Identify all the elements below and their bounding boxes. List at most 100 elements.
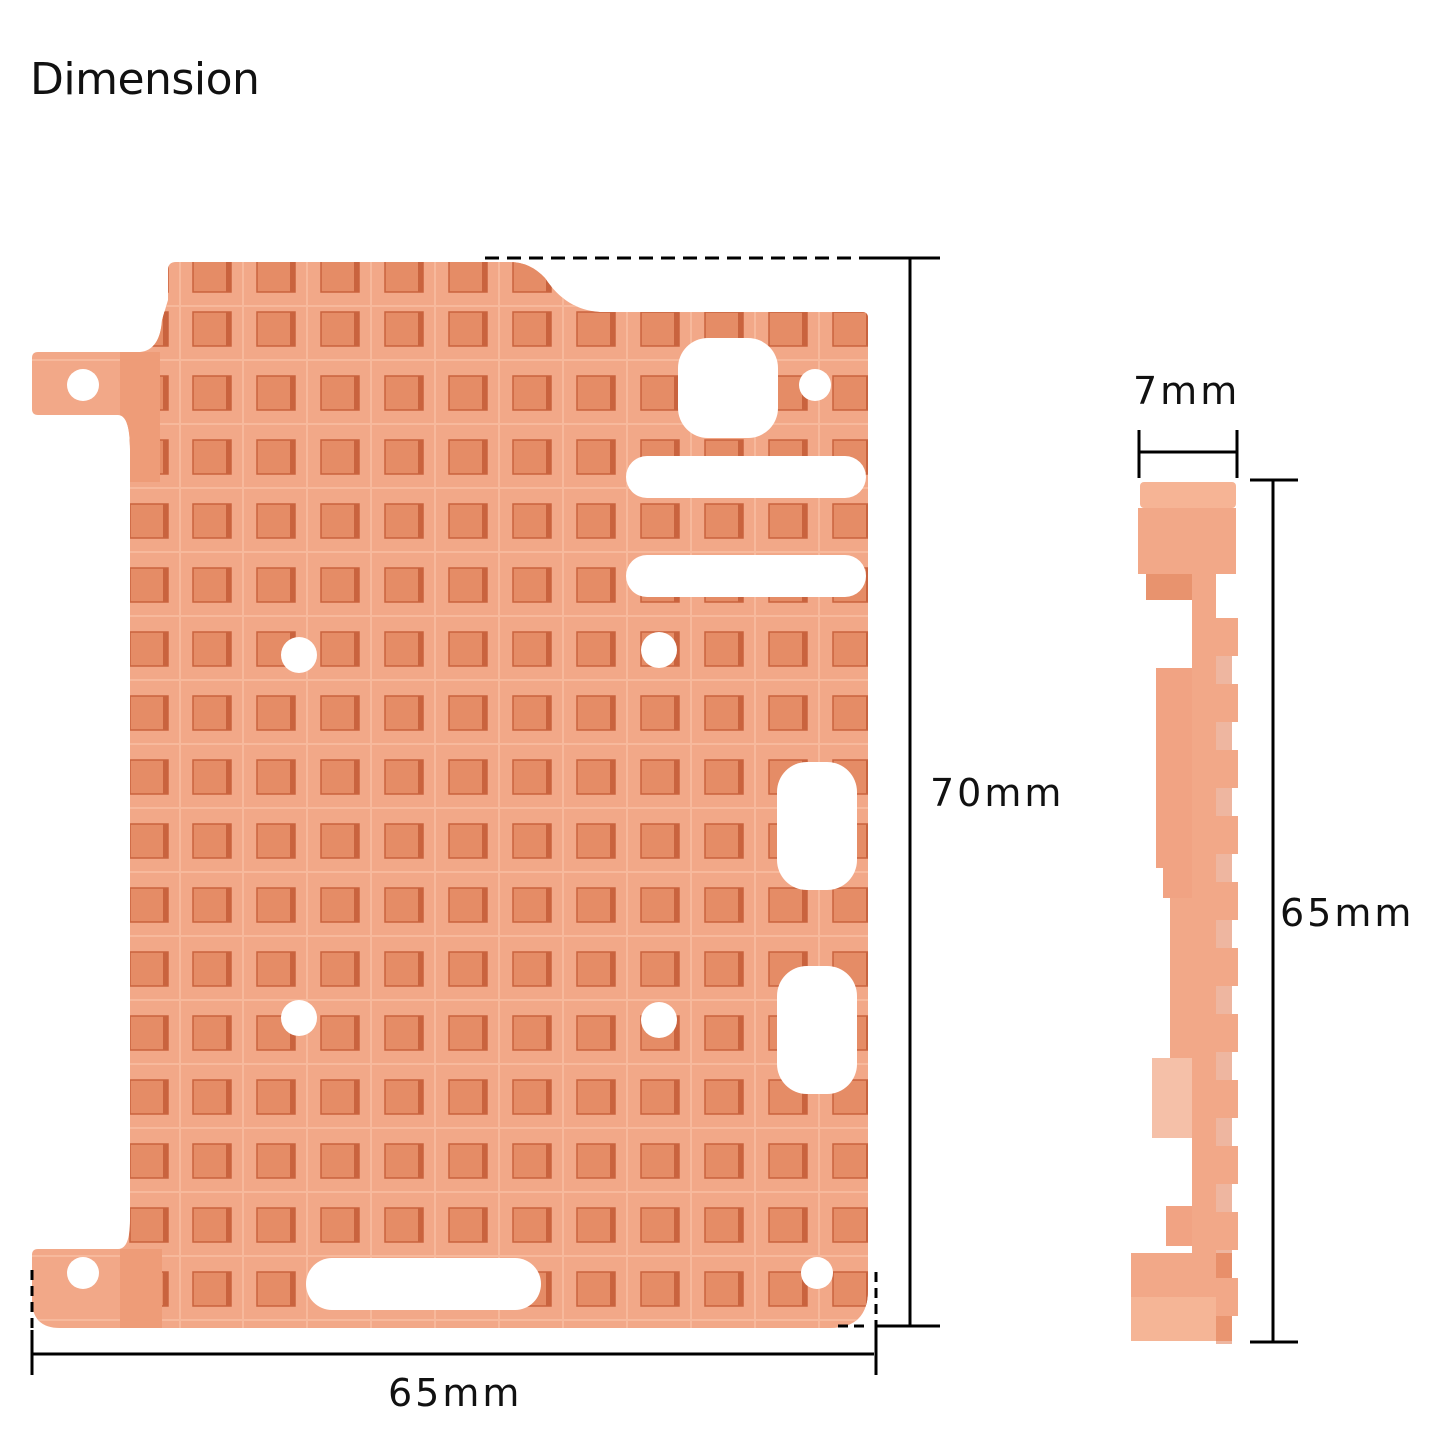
heatsink-fin: [384, 311, 424, 347]
heatsink-fin: [256, 1207, 296, 1243]
heatsink-fin: [640, 1271, 680, 1307]
heatsink-fin: [704, 503, 744, 539]
heatsink-fin: [576, 1271, 616, 1307]
heatsink-fin: [256, 759, 296, 795]
heatsink-fin: [256, 1271, 296, 1307]
heatsink-fin: [768, 503, 808, 539]
heatsink-fin: [384, 262, 424, 293]
heatsink-fin: [704, 951, 744, 987]
heatsink-fin: [640, 951, 680, 987]
heatsink-fin: [192, 439, 232, 475]
heatsink-fin: [256, 311, 296, 347]
heatsink-fin: [384, 439, 424, 475]
heatsink-fin: [256, 262, 296, 293]
heatsink-fin: [129, 262, 169, 293]
heatsink-fin: [384, 567, 424, 603]
heatsink-fin: [640, 503, 680, 539]
heatsink-fin: [448, 439, 488, 475]
heatsink-fin: [576, 503, 616, 539]
heatsink-fin: [704, 887, 744, 923]
heatsink-fin: [129, 311, 169, 347]
heatsink-plate-front-view: [32, 262, 868, 1328]
heatsink-fin: [704, 262, 744, 293]
heatsink-fin: [576, 823, 616, 859]
cutout-slot: [777, 966, 857, 1094]
heatsink-fin: [320, 503, 360, 539]
heatsink-fin: [768, 695, 808, 731]
heatsink-fin: [129, 1079, 169, 1115]
heatsink-fin: [448, 262, 488, 293]
heatsink-fin: [832, 631, 868, 667]
heatsink-fin: [192, 262, 232, 293]
heatsink-fin: [192, 375, 232, 411]
heatsink-fin: [192, 951, 232, 987]
heatsink-fin: [704, 1015, 744, 1051]
heatsink-fin: [512, 567, 552, 603]
heatsink-fin: [512, 887, 552, 923]
heatsink-fin: [512, 695, 552, 731]
plate-height-dimension: [485, 256, 940, 1328]
side-height-label: 65mm: [1280, 891, 1415, 935]
heatsink-fin: [320, 695, 360, 731]
heatsink-fin: [576, 951, 616, 987]
heatsink-fin: [256, 1079, 296, 1115]
heatsink-fin: [512, 503, 552, 539]
mounting-hole: [67, 369, 99, 401]
heatsink-fin: [448, 1015, 488, 1051]
heatsink-fin: [576, 375, 616, 411]
heatsink-fin: [512, 1143, 552, 1179]
plate-width-dimension: [30, 1270, 878, 1375]
heatsink-fin: [576, 1079, 616, 1115]
heatsink-fin: [768, 1143, 808, 1179]
heatsink-fin: [384, 759, 424, 795]
heatsink-fin: [129, 695, 169, 731]
heatsink-fin: [320, 1143, 360, 1179]
heatsink-fin: [576, 1143, 616, 1179]
heatsink-fin: [512, 823, 552, 859]
heatsink-fin: [704, 1207, 744, 1243]
mounting-hole: [281, 1000, 317, 1036]
heatsink-fin: [384, 631, 424, 667]
heatsink-fin: [640, 1207, 680, 1243]
heatsink-fin: [576, 262, 616, 293]
heatsink-fin: [704, 759, 744, 795]
heatsink-fin: [640, 375, 680, 411]
heatsink-fin: [192, 631, 232, 667]
heatsink-fin: [320, 1207, 360, 1243]
heatsink-fin: [832, 375, 868, 411]
mounting-hole: [641, 632, 677, 668]
heatsink-fin: [576, 1207, 616, 1243]
heatsink-fin: [129, 1015, 169, 1051]
heatsink-fin: [448, 311, 488, 347]
heatsink-fin: [320, 823, 360, 859]
heatsink-fin: [192, 311, 232, 347]
heatsink-fin: [832, 1143, 868, 1179]
heatsink-fin: [256, 951, 296, 987]
heatsink-fin: [256, 695, 296, 731]
heatsink-fin: [576, 759, 616, 795]
heatsink-fin: [320, 262, 360, 293]
heatsink-fin: [832, 887, 868, 923]
mounting-hole: [641, 1002, 677, 1038]
heatsink-fin: [384, 951, 424, 987]
heatsink-fin: [448, 951, 488, 987]
heatsink-fin: [320, 887, 360, 923]
heatsink-fin: [576, 887, 616, 923]
heatsink-fin: [320, 759, 360, 795]
heatsink-fin: [576, 439, 616, 475]
heatsink-fin: [704, 823, 744, 859]
heatsink-fin: [640, 887, 680, 923]
heatsink-fin: [512, 439, 552, 475]
heatsink-fin: [320, 1015, 360, 1051]
heatsink-fin: [384, 1143, 424, 1179]
heatsink-fin: [192, 1207, 232, 1243]
heatsink-fin: [512, 311, 552, 347]
heatsink-fin: [832, 503, 868, 539]
heatsink-fin: [256, 823, 296, 859]
heatsink-fin: [129, 503, 169, 539]
heatsink-fin: [512, 262, 552, 293]
heatsink-fin: [320, 311, 360, 347]
heatsink-fin: [640, 759, 680, 795]
heatsink-fin: [320, 439, 360, 475]
